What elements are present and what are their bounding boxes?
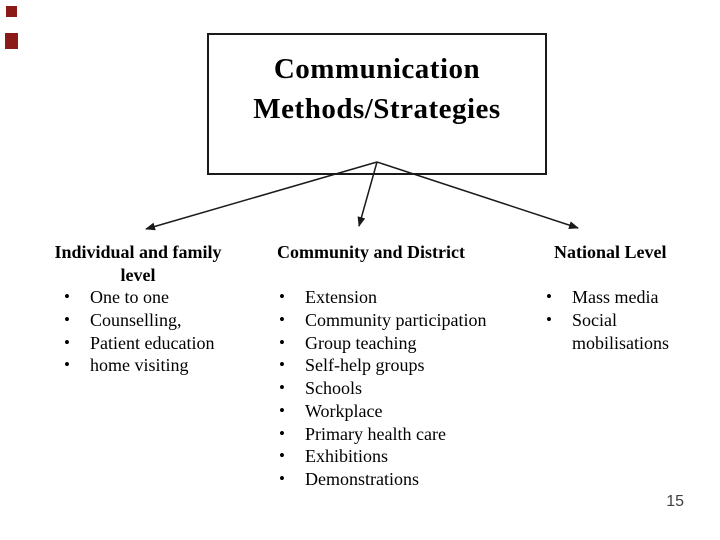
list-item: •home visiting <box>64 355 189 376</box>
bullet-icon: • <box>279 400 285 420</box>
bullet-icon: • <box>64 287 70 306</box>
bullet-icon: • <box>64 355 70 375</box>
column-header-national-level: National Level <box>554 242 667 262</box>
bullet-icon: • <box>279 378 285 397</box>
list-item: •Social mobilisations <box>546 309 670 353</box>
individual-family-list: •One to one •Counselling, •Patient educa… <box>64 286 214 377</box>
bullet-icon: • <box>279 446 285 466</box>
bullet-icon: • <box>64 309 70 329</box>
bullet-icon: • <box>546 309 552 329</box>
template-decoration-square-bottom <box>5 33 18 49</box>
list-item: •Self-help groups <box>279 355 425 376</box>
slide-title-line2: Methods/Strategies <box>253 93 501 125</box>
column-header-individual-line1: Individual and family <box>54 242 222 262</box>
list-item: •Primary health care <box>279 423 446 444</box>
column-header-individual-line2: level <box>120 265 156 285</box>
template-decoration-square-top <box>6 6 17 17</box>
bullet-icon: • <box>279 423 285 443</box>
list-item: •Community participation <box>279 309 487 330</box>
bullet-icon: • <box>279 287 285 306</box>
list-item: •Workplace <box>279 400 383 421</box>
bullet-icon: • <box>64 332 70 352</box>
list-item: •Counselling, <box>64 309 182 330</box>
column-header-community-district: Community and District <box>277 242 465 262</box>
list-item: •One to one <box>64 287 169 307</box>
list-item: •Mass media <box>546 287 659 307</box>
list-item: •Patient education <box>64 332 215 353</box>
bullet-icon: • <box>546 287 552 306</box>
column-header-individual-family: Individual and family level <box>40 241 236 287</box>
page-number: 15 <box>666 493 684 510</box>
list-item: •Extension <box>279 287 377 307</box>
list-item: •Group teaching <box>279 332 417 353</box>
slide-title-line1: Communication <box>273 53 481 85</box>
title-box: Communication Methods/Strategies <box>207 33 547 175</box>
bullet-icon: • <box>279 309 285 329</box>
bullet-icon: • <box>279 355 285 375</box>
list-item: •Demonstrations <box>279 469 419 489</box>
community-district-list: •Extension •Community participation •Gro… <box>279 286 486 491</box>
national-level-list: •Mass media •Social mobilisations <box>546 286 682 354</box>
bullet-icon: • <box>279 469 285 488</box>
bullet-icon: • <box>279 332 285 352</box>
list-item: •Schools <box>279 378 363 398</box>
list-item: •Exhibitions <box>279 446 389 467</box>
